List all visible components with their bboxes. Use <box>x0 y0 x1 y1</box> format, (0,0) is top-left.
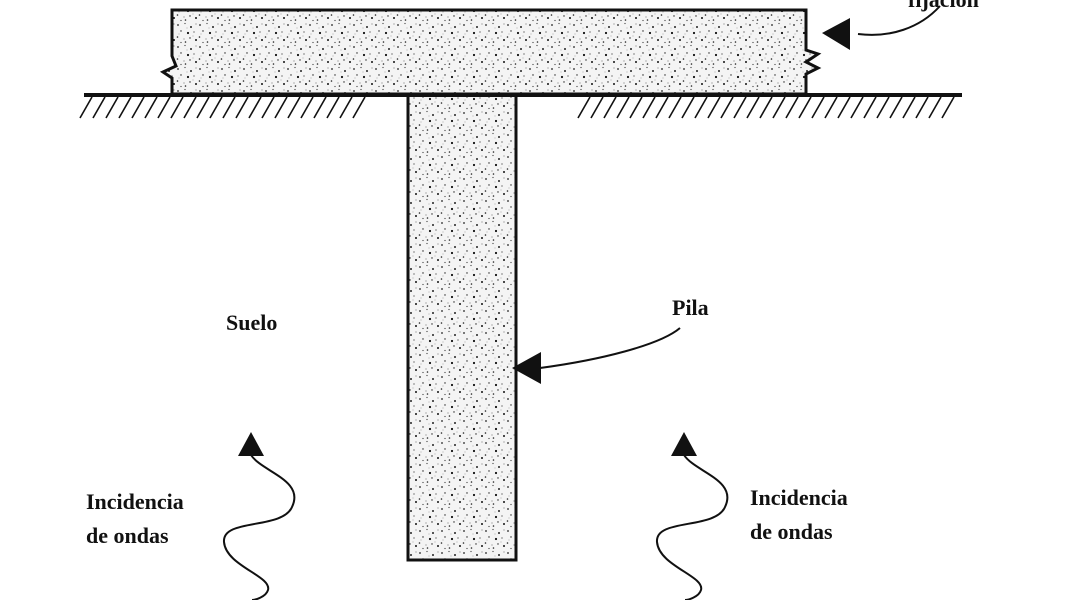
ground-hatch-mark <box>915 96 929 119</box>
waves-label-right-line2: de ondas <box>750 519 833 544</box>
pile-leader-arrow <box>512 327 681 384</box>
waves-label-right-line1: Incidencia <box>750 485 848 510</box>
ground-hatch-mark <box>876 96 890 119</box>
fixing-label: fijación <box>908 0 979 12</box>
ground-hatch-mark <box>144 96 158 119</box>
ground-hatch-mark <box>798 96 812 119</box>
ground-hatch-mark <box>694 96 708 119</box>
ground-hatch-mark <box>655 96 669 119</box>
wave-arrowhead-left <box>238 432 264 456</box>
pile-shaft <box>406 92 518 562</box>
ground-hatch-mark <box>577 96 591 119</box>
ground-hatch-mark <box>928 96 942 119</box>
ground-hatch-mark <box>118 96 132 119</box>
ground-hatch-mark <box>746 96 760 119</box>
ground-hatch-mark <box>811 96 825 119</box>
ground-hatch-mark <box>616 96 630 119</box>
ground-hatch-right <box>577 96 955 119</box>
ground-hatch-mark <box>837 96 851 119</box>
ground-hatch-mark <box>105 96 119 119</box>
ground-hatch-mark <box>209 96 223 119</box>
ground-hatch-mark <box>326 96 340 119</box>
ground-hatch-left <box>79 96 366 119</box>
ground-hatch-mark <box>863 96 877 119</box>
ground-hatch-mark <box>772 96 786 119</box>
ground-hatch-mark <box>222 96 236 119</box>
ground-hatch-mark <box>590 96 604 119</box>
ground-hatch-mark <box>352 96 366 119</box>
ground-hatch-mark <box>824 96 838 119</box>
fixing-leader-arrow <box>822 5 941 50</box>
ground-hatch-mark <box>170 96 184 119</box>
soil-label: Suelo <box>226 310 277 335</box>
foundation-slab <box>159 8 822 96</box>
waves-label-left-line1: Incidencia <box>86 489 184 514</box>
ground-hatch-mark <box>157 96 171 119</box>
ground-hatch-mark <box>313 96 327 119</box>
waves-label-left-line2: de ondas <box>86 523 169 548</box>
ground-hatch-mark <box>261 96 275 119</box>
ground-hatch-mark <box>642 96 656 119</box>
ground-hatch-mark <box>707 96 721 119</box>
ground-hatch-mark <box>850 96 864 119</box>
ground-hatch-mark <box>300 96 314 119</box>
wave-arrowhead-right <box>671 432 697 456</box>
pile-label: Pila <box>672 295 709 320</box>
ground-hatch-mark <box>339 96 353 119</box>
ground-hatch-mark <box>785 96 799 119</box>
ground-hatch-mark <box>720 96 734 119</box>
ground-hatch-mark <box>183 96 197 119</box>
ground-hatch-mark <box>889 96 903 119</box>
incident-wave-right <box>655 432 729 600</box>
ground-hatch-mark <box>603 96 617 119</box>
ground-hatch-mark <box>287 96 301 119</box>
ground-hatch-mark <box>248 96 262 119</box>
ground-hatch-mark <box>196 96 210 119</box>
ground-hatch-mark <box>131 96 145 119</box>
ground-hatch-mark <box>629 96 643 119</box>
ground-hatch-mark <box>941 96 955 119</box>
ground-hatch-mark <box>235 96 249 119</box>
ground-hatch-mark <box>902 96 916 119</box>
ground-hatch-mark <box>668 96 682 119</box>
incident-wave-left <box>222 432 296 600</box>
ground-hatch-mark <box>92 96 106 119</box>
ground-hatch-mark <box>759 96 773 119</box>
ground-hatch-mark <box>274 96 288 119</box>
ground-hatch-mark <box>681 96 695 119</box>
ground-hatch-mark <box>733 96 747 119</box>
ground-hatch-mark <box>79 96 93 119</box>
